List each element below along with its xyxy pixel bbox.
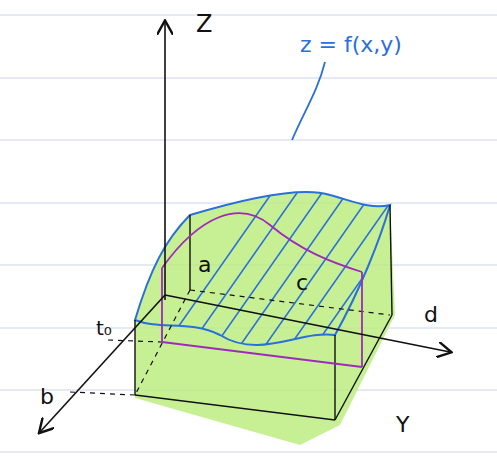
surface-label: z = f(x,y): [300, 34, 402, 56]
bound-label: c: [296, 272, 308, 294]
ruled-lines: [0, 15, 497, 452]
axis-label: Y: [396, 414, 409, 436]
surface-hatching: [155, 160, 445, 360]
bound-label: b: [40, 386, 54, 408]
solid-edges: [135, 205, 392, 420]
surface-outline: [135, 192, 390, 345]
surface-pointer: [292, 62, 325, 140]
bound-label: d: [424, 304, 438, 326]
solid-region: [135, 192, 395, 445]
axis-label: Z: [196, 12, 212, 36]
bound-label: a: [198, 254, 211, 276]
axes: [40, 22, 450, 432]
point-label: t₀: [96, 318, 112, 338]
cross-section: [162, 213, 362, 367]
hidden-edges: [70, 290, 390, 395]
